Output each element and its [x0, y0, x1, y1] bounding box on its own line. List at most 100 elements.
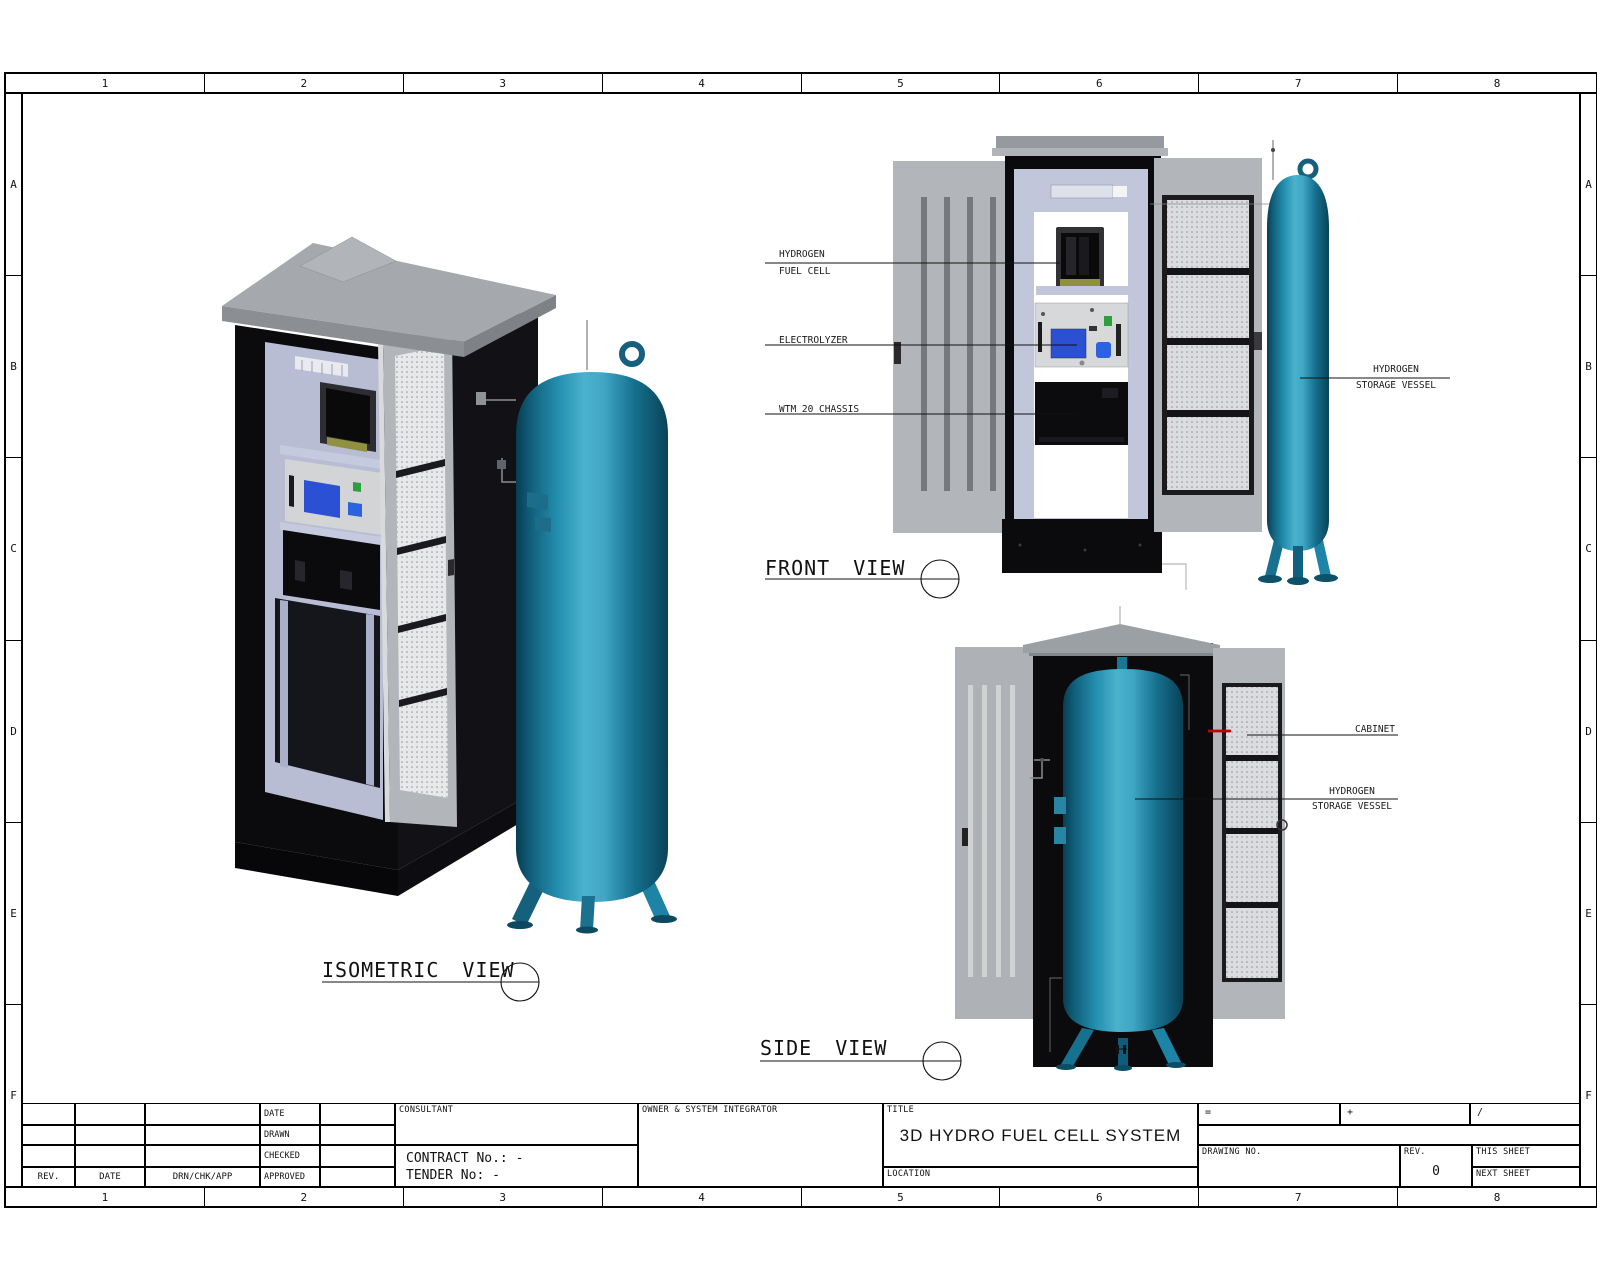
ref-slash-cell: / [1470, 1103, 1580, 1125]
isometric-view-title: ISOMETRIC VIEW [322, 958, 515, 982]
callout-electrolyzer: ELECTROLYZER [779, 332, 848, 349]
zone-number: 4 [603, 74, 802, 92]
callout-wtm-chassis: WTM 20 CHASSIS [779, 401, 859, 418]
owner-cell: OWNER & SYSTEM INTEGRATOR [638, 1103, 883, 1187]
zone-number: 5 [802, 1188, 1001, 1206]
callout-text: ELECTROLYZER [779, 335, 848, 346]
zone-number: 8 [1493, 1190, 1501, 1204]
isometric-view-drawing [222, 236, 677, 934]
zone-letter: E [1581, 823, 1596, 1005]
zone-letter: B [1581, 276, 1596, 459]
zone-number: 6 [1000, 1188, 1200, 1206]
callout-storage-vessel-front: HYDROGEN STORAGE VESSEL [1338, 362, 1454, 394]
roof-cap [996, 136, 1164, 150]
rev-cell [22, 1145, 75, 1167]
zone-number: 1 [6, 74, 205, 92]
zone-number: 8 [1493, 76, 1501, 90]
cabinet-roof [1023, 624, 1220, 656]
zone-letter: C [6, 458, 21, 641]
callout-text: HYDROGEN [1329, 786, 1375, 797]
wtm-chassis [283, 530, 380, 610]
rev-cell [320, 1145, 395, 1167]
rev-cell [22, 1125, 75, 1145]
cabinet [1002, 156, 1162, 573]
callout-text: CABINET [1354, 724, 1396, 735]
contract-cell: CONTRACT No.: - TENDER No: - [395, 1145, 638, 1187]
callout-text: WTM 20 CHASSIS [779, 404, 860, 415]
front-view-marker-circle [920, 559, 960, 599]
zone-letter: B [6, 276, 21, 459]
rev-cell [22, 1103, 75, 1125]
zone-letter: F [1585, 1088, 1592, 1102]
zone-ruler-right: A B C D E F [1580, 93, 1597, 1187]
date-col-header: DATE [75, 1167, 145, 1187]
zone-ruler-left: A B C D E F [5, 93, 22, 1187]
side-view-marker-circle [922, 1041, 962, 1081]
electrolyzer-panel [1034, 302, 1129, 368]
sign-row-label: DRAWN [260, 1125, 320, 1145]
tender-no: TENDER No: - [406, 1168, 500, 1183]
zone-number: 5 [802, 74, 1001, 92]
rev-cell [75, 1125, 145, 1145]
side-view-drawing [955, 606, 1288, 1071]
rev-cell [145, 1125, 260, 1145]
zone-number: 6 [1000, 74, 1200, 92]
zone-letter: D [1581, 641, 1596, 823]
revision-table: DATE DRAWN CHECKED REV. DATE DRN/CHK/APP… [22, 1103, 395, 1187]
rev-label: REV. [1404, 1147, 1426, 1157]
zone-number: 2 [205, 1188, 404, 1206]
isometric-view-marker-circle [500, 962, 540, 1002]
rev-col-header: REV. [22, 1167, 75, 1187]
zone-number: 2 [205, 74, 404, 92]
zone-number: 3 [404, 74, 603, 92]
callout-cabinet: CABINET [1340, 721, 1410, 738]
ref-equals-cell: = [1198, 1103, 1340, 1125]
zone-letter: A [1581, 94, 1596, 277]
mesh-door [378, 327, 457, 827]
rev-cell [320, 1103, 395, 1125]
sign-row-label: DATE [260, 1103, 320, 1125]
callout-text: STORAGE VESSEL [1311, 801, 1393, 812]
rev-cell [145, 1103, 260, 1125]
mesh-door [1154, 158, 1262, 532]
zone-number: 7 [1199, 1188, 1399, 1206]
contract-no: CONTRACT No.: - [406, 1151, 524, 1166]
zone-number: 1 [6, 1188, 205, 1206]
callout-text: HYDROGEN [1373, 364, 1419, 375]
drn-col-header: DRN/CHK/APP [145, 1167, 260, 1187]
zone-number: 3 [404, 1188, 603, 1206]
storage-vessel [1054, 657, 1186, 1071]
sign-row-label: CHECKED [260, 1145, 320, 1167]
drawing-title: 3D HYDRO FUEL CELL SYSTEM [899, 1126, 1182, 1145]
cabinet-base [1002, 519, 1162, 573]
zone-letter: A [6, 94, 21, 277]
callout-text: FUEL CELL [779, 266, 831, 277]
rev-cell [320, 1167, 395, 1187]
leader-lines [322, 262, 1450, 1081]
electrolyzer-panel [285, 459, 382, 535]
drawing-canvas [222, 136, 1450, 1081]
side-view-title: SIDE VIEW [760, 1036, 888, 1060]
location-cell: LOCATION [883, 1167, 1198, 1187]
sign-row-label: APPROVED [260, 1167, 320, 1187]
zone-ruler-top: 1 2 3 4 5 6 7 8 [5, 73, 1597, 93]
rev-cell [75, 1145, 145, 1167]
rev-cell-box: REV. 0 [1400, 1145, 1472, 1187]
storage-vessel [507, 320, 677, 934]
callout-storage-vessel-side: HYDROGEN STORAGE VESSEL [1300, 784, 1404, 814]
rev-value: 0 [1432, 1164, 1440, 1179]
rev-cell [75, 1103, 145, 1125]
zone-number: 4 [603, 1188, 802, 1206]
this-sheet-cell: THIS SHEET [1472, 1145, 1580, 1167]
zone-letter: F [10, 1088, 17, 1102]
drawing-no-cell: DRAWING NO. [1198, 1145, 1400, 1187]
front-view-drawing [893, 136, 1338, 590]
slat-door [893, 161, 1005, 533]
piping-fittings [1030, 674, 1190, 1052]
rev-cell [145, 1145, 260, 1167]
callout-text: STORAGE VESSEL [1355, 380, 1437, 391]
consultant-cell: CONSULTANT [395, 1103, 638, 1145]
zone-ruler-bottom: 1 2 3 4 5 6 7 8 [5, 1187, 1597, 1207]
ref-plus-cell: + [1340, 1103, 1470, 1125]
